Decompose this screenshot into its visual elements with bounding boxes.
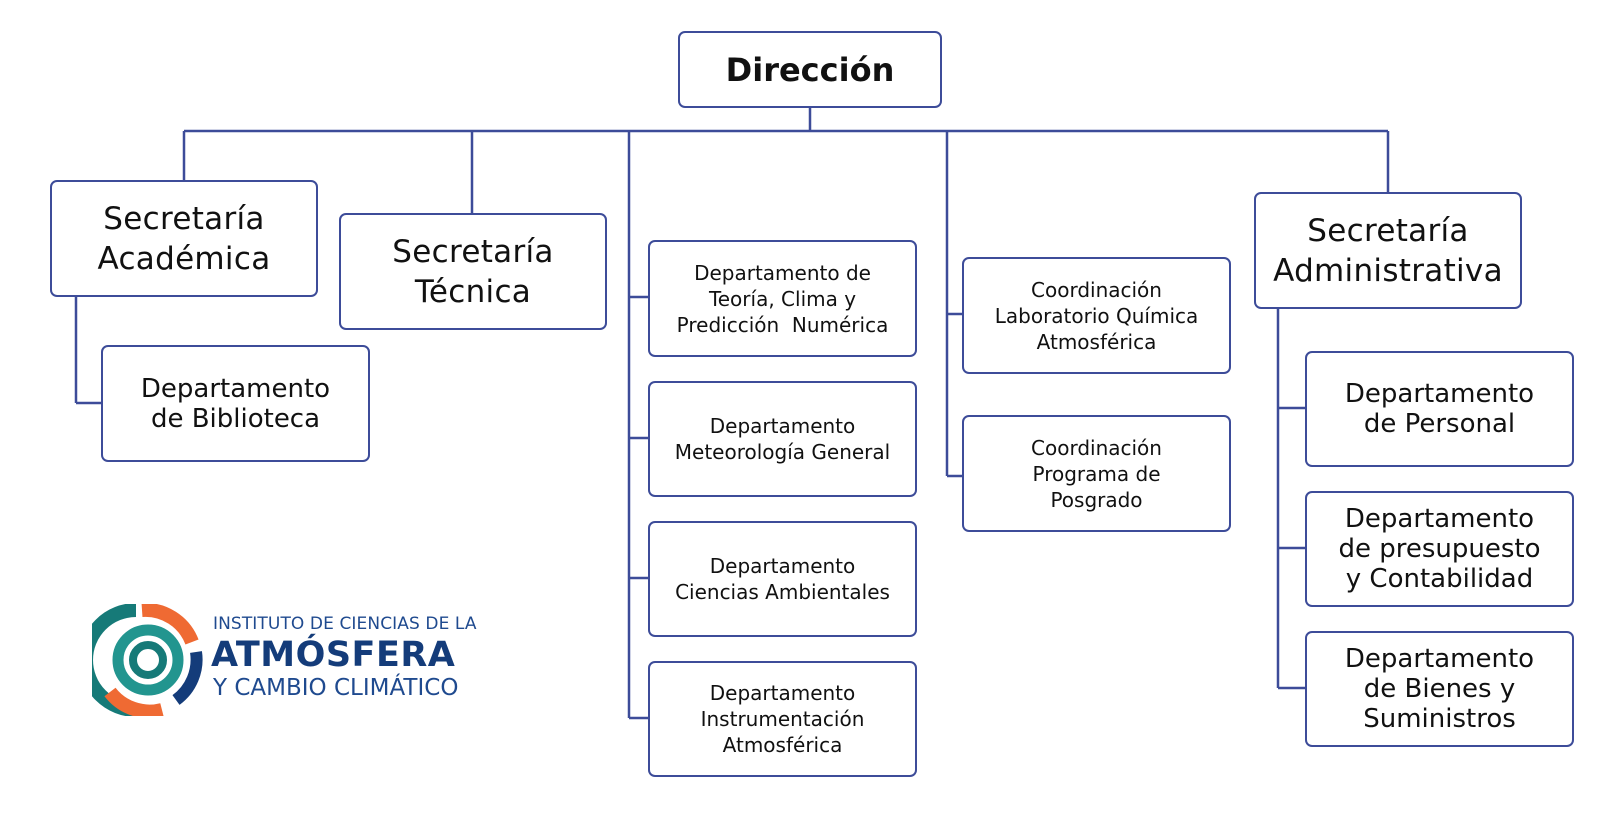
box-line: Atmosférica (1036, 329, 1157, 354)
depto-meteorologia-box: Departamento Meteorología General (648, 381, 917, 497)
box-line: de presupuesto (1338, 534, 1541, 564)
logo-text-line3: Y CAMBIO CLIMÁTICO (213, 675, 459, 701)
box-line: Departamento (709, 681, 856, 705)
box-line: Secretaría (103, 200, 265, 237)
secretaria-academica-box: Secretaría Académica (50, 180, 318, 297)
direccion-label: Dirección (725, 50, 895, 89)
box-line: Predicción Numérica (676, 312, 889, 337)
secretaria-tecnica-box: Secretaría Técnica (339, 213, 607, 330)
depto-ciencias-box: Departamento Ciencias Ambientales (648, 521, 917, 637)
depto-personal-box: Departamento de Personal (1305, 351, 1574, 467)
box-line: y Contabilidad (1345, 564, 1534, 594)
box-line: Departamento (1344, 644, 1535, 674)
coord-laboratorio-box: Coordinación Laboratorio Química Atmosfé… (962, 257, 1231, 374)
box-line: Departamento (140, 373, 331, 404)
box-line: Posgrado (1050, 487, 1143, 512)
box-line: Administrativa (1273, 252, 1503, 289)
box-line: Meteorología General (674, 440, 891, 464)
depto-biblioteca-box: Departamento de Biblioteca (101, 345, 370, 462)
box-line: de Biblioteca (150, 403, 321, 434)
box-line: Atmosférica (722, 733, 843, 757)
logo-text-line1: INSTITUTO DE CIENCIAS DE LA (213, 614, 477, 634)
box-line: Departamento (709, 414, 856, 438)
box-line: Departamento de (694, 260, 871, 285)
box-line: Teoría, Clima y (708, 286, 857, 311)
box-line: Instrumentación (700, 707, 865, 731)
box-line: Departamento (709, 554, 856, 578)
box-line: Académica (97, 240, 271, 277)
depto-instrumentacion-box: Departamento Instrumentación Atmosférica (648, 661, 917, 777)
box-line: Coordinación (1031, 277, 1162, 302)
box-line: Secretaría (392, 233, 554, 270)
institute-logo-icon (92, 604, 203, 716)
depto-teoria-box: Departamento de Teoría, Clima y Predicci… (648, 240, 917, 357)
box-line: Departamento (1344, 504, 1535, 534)
box-line: Coordinación (1031, 435, 1162, 460)
box-line: Programa de (1032, 461, 1161, 486)
box-line: Ciencias Ambientales (675, 580, 890, 604)
box-line: Laboratorio Química (994, 303, 1199, 328)
box-line: Departamento (1344, 379, 1535, 409)
box-line: Suministros (1363, 704, 1516, 734)
secretaria-administrativa-box: Secretaría Administrativa (1254, 192, 1522, 309)
depto-bienes-box: Departamento de Bienes y Suministros (1305, 631, 1574, 747)
direccion-box: Dirección (678, 31, 942, 108)
box-line: Técnica (414, 273, 532, 310)
coord-posgrado-box: Coordinación Programa de Posgrado (962, 415, 1231, 532)
depto-presupuesto-box: Departamento de presupuesto y Contabilid… (1305, 491, 1574, 607)
box-line: de Bienes y (1363, 674, 1516, 704)
box-line: de Personal (1363, 409, 1516, 439)
box-line: Secretaría (1307, 212, 1469, 249)
logo-text-line2: ATMÓSFERA (211, 635, 456, 675)
